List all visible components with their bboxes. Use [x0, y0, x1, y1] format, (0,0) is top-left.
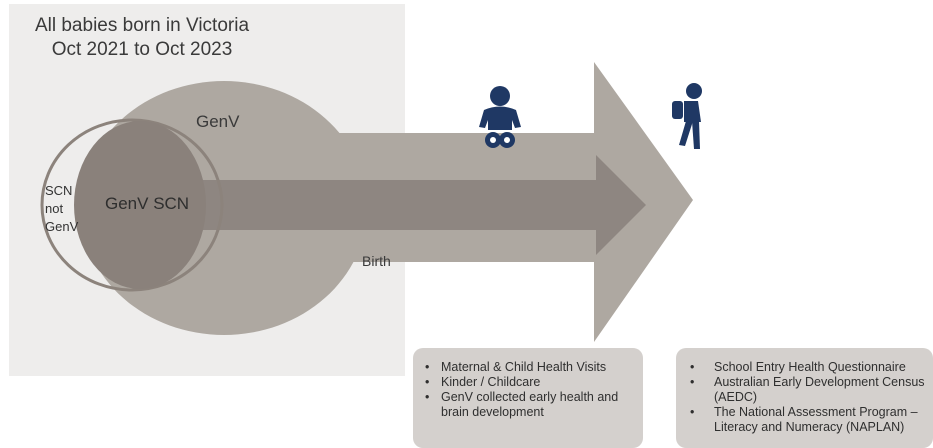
list-item: Australian Early Development Census (AED…: [690, 375, 925, 405]
birth-label: Birth: [362, 253, 391, 269]
genv-scn-inner-arrow: [200, 155, 646, 255]
title-line-1: All babies born in Victoria: [34, 15, 250, 36]
child-walking-icon: [672, 83, 702, 149]
genv-scn-circle: [74, 121, 206, 289]
title-line-2: Oct 2021 to Oct 2023: [51, 39, 233, 60]
list-item: GenV collected early health and brain de…: [425, 390, 633, 420]
list-item: School Entry Health Questionnaire: [690, 360, 925, 375]
scn-not-genv-line: GenV: [45, 219, 79, 234]
genv-label: GenV: [196, 112, 240, 131]
list-item: Maternal & Child Health Visits: [425, 360, 633, 375]
scn-not-genv-line: SCN: [45, 183, 73, 198]
genv-scn-label: GenV SCN: [105, 194, 190, 213]
school-years-data-box: School Entry Health Questionnaire Austra…: [676, 348, 933, 448]
early-years-data-box: Maternal & Child Health Visits Kinder / …: [413, 348, 643, 448]
list-item: Kinder / Childcare: [425, 375, 633, 390]
diagram-title: All babies born in Victoria Oct 2021 to …: [22, 14, 262, 62]
scn-not-genv-label: SCN not GenV: [45, 182, 78, 236]
baby-icon: [479, 86, 521, 148]
list-item: The National Assessment Program – Litera…: [690, 405, 925, 435]
scn-not-genv-line: not: [45, 201, 64, 216]
scn-not-genv-circle: [40, 118, 224, 292]
